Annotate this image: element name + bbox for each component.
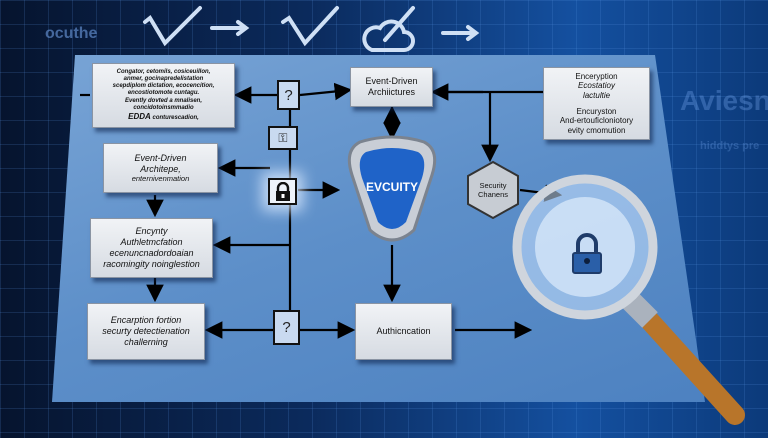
text-line: scepdiplom dictation, ecocencition,: [112, 83, 215, 90]
top-icons: [143, 6, 480, 52]
text-line: racomingity noinglestion: [103, 258, 200, 269]
encarption-box: Encarption fortion securty detectienatio…: [87, 303, 205, 360]
keyhole-icon: ⚿: [268, 126, 298, 150]
text-line: encostiotomote cuntagu.: [127, 90, 200, 97]
authentication-box: Authicncation: [355, 303, 452, 360]
text-line: Authletmcfation: [120, 237, 183, 248]
check-icon: [281, 6, 339, 47]
background-label: ocuthe: [45, 25, 98, 42]
event-driven-architectures-box: Event-Driven Archiictures: [350, 67, 433, 107]
background-label-right2: hiddtys pre: [700, 140, 760, 152]
info-box-top-left: Congator, cetomils, cosiceuillon, anmer,…: [92, 63, 235, 128]
text-line: And-ertouficloniotory: [559, 116, 634, 126]
security-channels-label: Security Chanens: [463, 181, 523, 199]
text-line: conturescadion,: [152, 114, 199, 121]
text-line: lactultie: [582, 90, 611, 100]
text-line: Archiictures: [367, 87, 415, 97]
text-line: securty detectienation: [102, 326, 190, 337]
text-line: evity cmomution: [567, 125, 626, 135]
text-line: Enceryption: [575, 71, 618, 81]
text-line: EDDA conturescadion,: [128, 112, 199, 122]
text-line: Authicncation: [376, 326, 431, 337]
text-line: Encuryston: [576, 106, 617, 116]
question-icon: ?: [277, 80, 300, 110]
text-line: Encarption fortion: [110, 315, 182, 326]
text-line: Chanens: [477, 190, 509, 199]
text-line: concidotoinsmmadio: [133, 104, 194, 111]
text-line: Congator, cetomils, cosiceuillon,: [116, 68, 211, 75]
encryption-box: Enceryption Ecostatioy lactultie Encurys…: [543, 67, 650, 140]
event-driven-architepe-box: Event-Driven Architepe, enternivenmation: [103, 143, 218, 193]
text-line: anmer, gocinapredelistation: [123, 76, 204, 83]
text-line: Event-Driven: [365, 76, 418, 87]
cloud-icon: [362, 19, 415, 52]
check-icon: [143, 6, 202, 47]
background-label-right: Aviesnua: [680, 85, 768, 116]
text-line: challerning: [124, 336, 168, 347]
security-channels-hex: [467, 160, 519, 220]
text-line: Ecostatioy: [578, 81, 615, 91]
text-line: Security: [479, 181, 507, 190]
text-line: enternivenmation: [131, 174, 190, 184]
keyhole-glyph: ⚿: [278, 130, 288, 145]
encynty-box: Encynty Authletmcfation ecenuncnadordoai…: [90, 218, 213, 278]
question-icon: ?: [273, 310, 300, 345]
shield-label: EVCUITY: [365, 180, 418, 194]
question-glyph: ?: [282, 319, 291, 336]
text-line: Evently dovted a mnalisen,: [124, 97, 203, 104]
text-line: Encynty: [135, 226, 168, 237]
text-line: Event-Driven: [134, 152, 187, 163]
lock-icon: [268, 178, 297, 205]
text-line: Architepe,: [140, 163, 181, 174]
edda-label: EDDA: [128, 111, 151, 121]
question-glyph: ?: [284, 86, 293, 104]
text-line: ecenuncnadordoaian: [109, 248, 194, 258]
magnifier-icon: [512, 174, 745, 425]
